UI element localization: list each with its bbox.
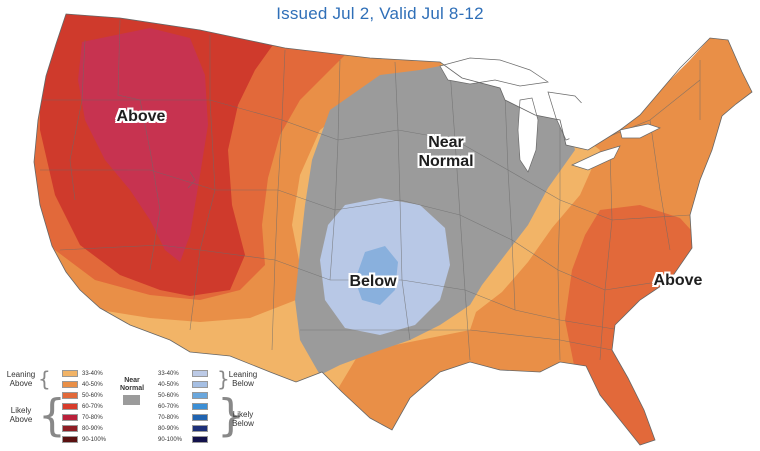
- legend-above-swatch: [62, 425, 78, 432]
- legend-below-swatch: [192, 381, 208, 388]
- legend-below-row: 90-100%: [158, 436, 208, 444]
- legend-above-row: 90-100%: [62, 436, 106, 444]
- legend-brace-leaning-below: }: [217, 367, 230, 391]
- legend-likely-above-l2: Above: [9, 415, 33, 424]
- legend-above-swatch: [62, 436, 78, 443]
- legend-brace-likely-above: {: [38, 390, 66, 441]
- legend-above-row: 50-60%: [62, 392, 103, 400]
- zone-above-70-80-west: [78, 28, 208, 262]
- legend-leaning-below-l2: Below: [232, 379, 254, 388]
- lake-ontario: [619, 123, 661, 139]
- legend-below-label: 50-60%: [158, 393, 179, 399]
- legend-below-row: 80-90%: [158, 425, 208, 433]
- label-near-normal: Near Normal: [410, 133, 482, 171]
- legend-likely-below: Likely Below: [226, 410, 260, 428]
- great-lakes: [439, 30, 710, 173]
- legend-below-label: 70-80%: [158, 415, 179, 421]
- legend-below-label: 80-90%: [158, 426, 179, 432]
- legend-above-row: 80-90%: [62, 425, 103, 433]
- legend-above-row: 60-70%: [62, 403, 103, 411]
- legend-near-normal: Near Normal: [117, 377, 147, 393]
- legend-below-swatch: [192, 414, 208, 421]
- label-above-west: Above: [116, 108, 166, 125]
- legend-brace-leaning-above: {: [38, 367, 51, 391]
- lake-michigan: [517, 97, 539, 173]
- legend-above-label: 60-70%: [82, 404, 103, 410]
- label-near-normal-line2: Normal: [418, 153, 474, 170]
- legend-above-swatch: [62, 392, 78, 399]
- legend-above-row: 70-80%: [62, 414, 103, 422]
- legend-below-swatch: [192, 392, 208, 399]
- legend-leaning-below-l1: Leaning: [228, 370, 258, 379]
- legend-below-swatch: [192, 403, 208, 410]
- legend-above-label: 33-40%: [82, 371, 103, 377]
- legend-above-label: 70-80%: [82, 415, 103, 421]
- legend-above-swatch: [62, 381, 78, 388]
- legend-below-row: 33-40%: [158, 370, 208, 378]
- legend-above-swatch: [62, 403, 78, 410]
- zone-above-50-60-east: [565, 205, 700, 445]
- legend-near-normal-l2: Normal: [119, 385, 145, 392]
- map-subtitle: Issued Jul 2, Valid Jul 8-12: [276, 4, 484, 23]
- legend-likely-below-l1: Likely: [232, 410, 254, 419]
- legend-likely-above: Likely Above: [4, 406, 38, 424]
- legend-above-label: 50-60%: [82, 393, 103, 399]
- legend-below-label: 33-40%: [158, 371, 179, 377]
- lake-superior: [439, 57, 549, 87]
- legend-above-label: 80-90%: [82, 426, 103, 432]
- zone-below-40-50: [355, 246, 398, 305]
- legend-likely-above-l1: Likely: [10, 406, 32, 415]
- legend-brace-likely-below: }: [217, 390, 245, 441]
- legend-above-swatch: [62, 370, 78, 377]
- label-near-normal-line1: Near: [428, 134, 464, 151]
- legend-below-row: 50-60%: [158, 392, 208, 400]
- legend-above-swatch: [62, 414, 78, 421]
- legend-likely-below-l2: Below: [232, 419, 254, 428]
- legend-near-normal-l1: Near: [124, 377, 140, 384]
- legend-below-label: 90-100%: [158, 437, 183, 443]
- legend-below-swatch: [192, 370, 208, 377]
- legend-leaning-below: Leaning Below: [226, 370, 260, 388]
- label-below: Below: [349, 273, 397, 290]
- legend-near-normal-swatch: [123, 395, 140, 405]
- state-boundaries: [40, 19, 701, 361]
- legend-above-row: 40-50%: [62, 381, 103, 389]
- legend-below-swatch: [192, 436, 208, 443]
- legend-below-swatch: [192, 425, 208, 432]
- canada-cutout: [560, 30, 710, 148]
- legend-above-label: 40-50%: [82, 382, 103, 388]
- lake-erie: [571, 145, 621, 171]
- legend-below-row: 70-80%: [158, 414, 208, 422]
- legend-below-row: 40-50%: [158, 381, 208, 389]
- legend-above-row: 33-40%: [62, 370, 103, 378]
- legend-below-row: 60-70%: [158, 403, 208, 411]
- map-legend: Leaning Above { Likely Above { 33-40% 40-…: [0, 364, 300, 451]
- legend-below-label: 40-50%: [158, 382, 179, 388]
- legend-below-label: 60-70%: [158, 404, 179, 410]
- label-above-east: Above: [653, 272, 703, 289]
- legend-leaning-above-l2: Above: [9, 379, 33, 388]
- legend-above-label: 90-100%: [82, 437, 107, 443]
- legend-leaning-above: Leaning Above: [4, 370, 38, 388]
- legend-leaning-above-l1: Leaning: [6, 370, 36, 379]
